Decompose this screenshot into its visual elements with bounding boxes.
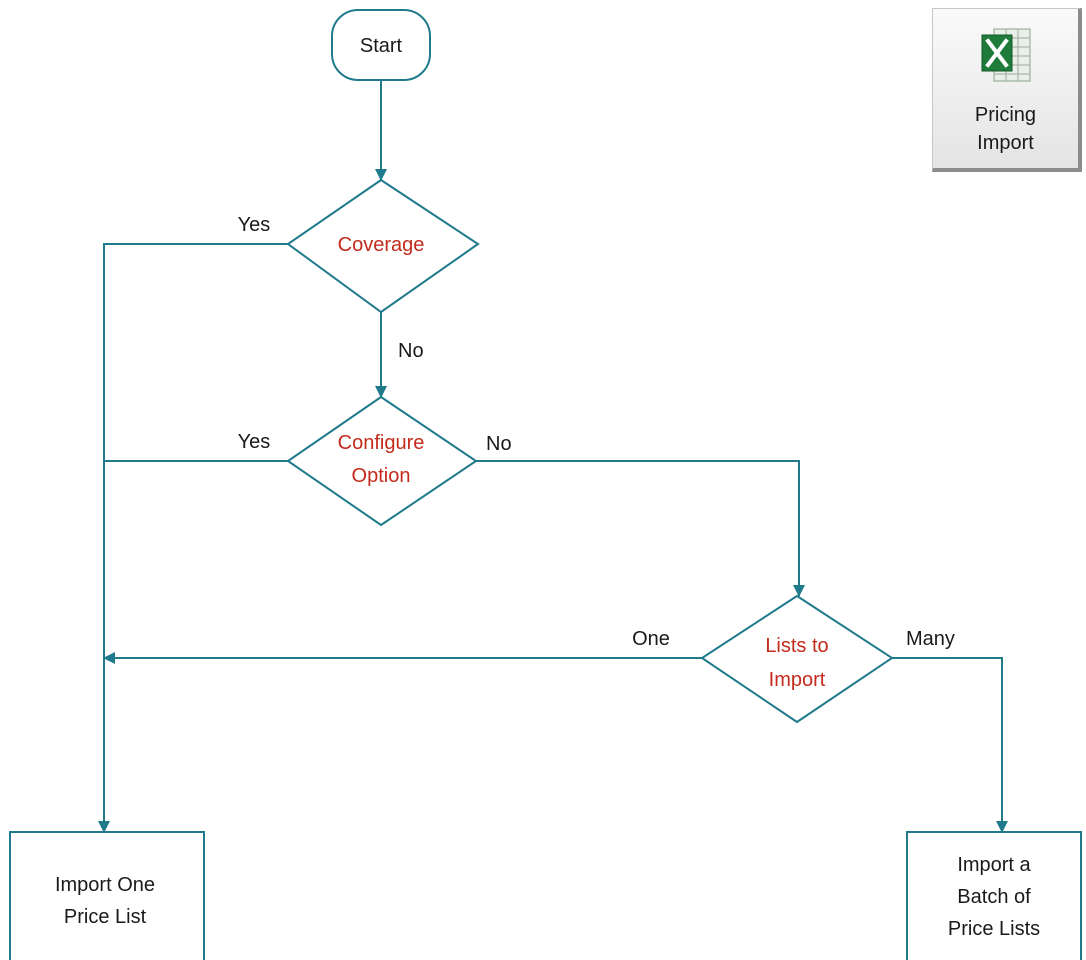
pricing-import-label: Pricing Import xyxy=(975,101,1036,157)
coverage-label: Coverage xyxy=(338,234,425,256)
configure-option-label-line2: Option xyxy=(352,465,411,487)
pricing-import-button[interactable]: Pricing Import xyxy=(932,8,1082,172)
lists-to-import-label-line2: Import xyxy=(769,669,826,691)
edge-label-configure-no: No xyxy=(486,433,512,455)
import-one-price-list-box: Import One Price List xyxy=(9,831,205,960)
lists-to-import-label-line1: Lists to xyxy=(765,635,828,657)
import-one-line2: Price List xyxy=(64,906,147,928)
excel-spreadsheet-icon xyxy=(978,25,1034,85)
lists-to-import-decision: Lists to Import xyxy=(700,594,894,724)
import-batch-line2: Batch of xyxy=(957,886,1031,908)
start-label: Start xyxy=(360,35,403,57)
import-batch-line3: Price Lists xyxy=(948,918,1040,940)
edge-configure-no xyxy=(476,460,805,597)
start-node: Start xyxy=(331,9,431,81)
coverage-decision: Coverage xyxy=(286,178,480,314)
edge-coverage-yes xyxy=(98,243,288,833)
configure-option-decision: Configure Option xyxy=(286,395,478,527)
pricing-import-label-line2: Import xyxy=(977,132,1034,154)
pricing-import-label-line1: Pricing xyxy=(974,104,1037,126)
edge-label-coverage-yes: Yes xyxy=(238,214,271,236)
edge-label-coverage-no: No xyxy=(398,340,424,362)
configure-option-label-line1: Configure xyxy=(338,432,425,454)
edge-label-lists-one: One xyxy=(632,628,670,650)
import-batch-line1: Import a xyxy=(957,854,1031,876)
edge-lists-many xyxy=(892,657,1008,833)
import-batch-box: Import a Batch of Price Lists xyxy=(906,831,1082,960)
edge-label-lists-many: Many xyxy=(906,628,955,650)
import-one-line1: Import One xyxy=(55,874,155,896)
edge-label-configure-yes: Yes xyxy=(238,431,271,453)
